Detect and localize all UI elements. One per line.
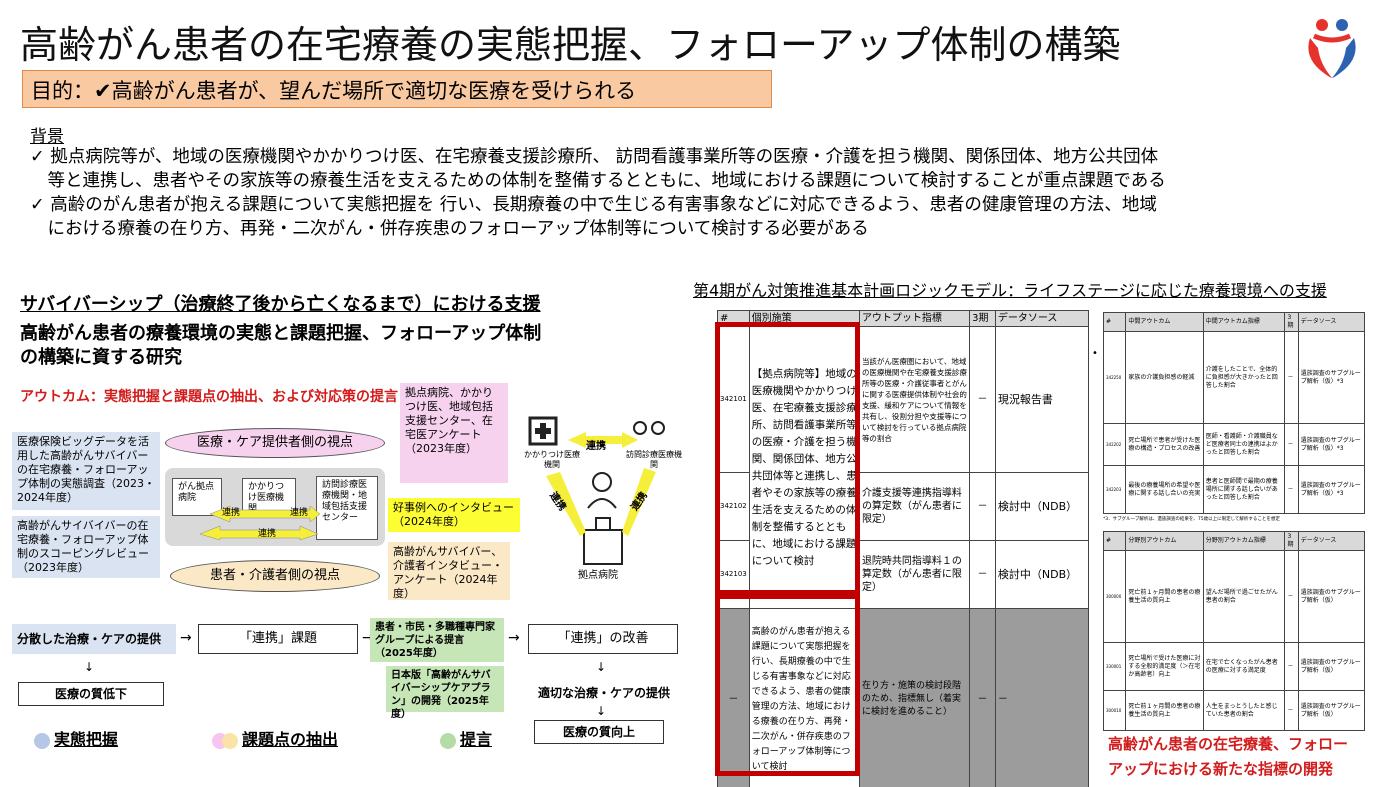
quality-improve-box: 医療の質向上 (534, 720, 664, 744)
table-row: 342203 最後の療養場所の希望や医療に関する話し合いの充実 患者と医師間で最… (1102, 465, 1366, 514)
purpose-box: 目的：✔高齢がん患者が、望んだ場所で適切な医療を受けられる (22, 70, 772, 108)
legend-label: 提言 (460, 730, 493, 749)
outcome-text: アウトカム：実態把握と課題点の抽出、および対応策の提言 (20, 389, 398, 405)
recommendation-box: 患者・市民・多職種専門家グループによる提言（2025年度） (370, 618, 504, 662)
home-visit-label: 訪問診療医療機関 (626, 450, 682, 469)
background-line: ✓ 高齢のがん患者が抱える課題について実態把握を 行い、長期療養の中で生じる有害… (30, 195, 1157, 215)
arrow-down-icon: ↓ (596, 660, 607, 674)
col-header: データソース (1297, 312, 1366, 332)
table-note: *3．サブグループ解析は、遺族調査の結果を、75歳以上に限定して解析することを想… (1103, 517, 1280, 522)
legend-assessment: 実態把握 (34, 726, 118, 750)
link-improve-box: 「連携」の改善 (528, 624, 678, 654)
policy-table: # 個別施策 アウトプット指標 3期 データソース 342101 【拠点病院等】… (717, 310, 1090, 787)
case-interview-box: 好事例へのインタビュー（2024年度） (388, 498, 520, 532)
background-heading: 背景 (30, 127, 64, 147)
caption-line2: アップにおける新たな指標の開発 (1108, 760, 1334, 778)
link-label: 連携 (222, 508, 241, 518)
table-row: 342101 【拠点病院等】地域の医療機関やかかりつけ医、在宅療養支援診療所、訪… (717, 326, 1090, 609)
arrow-down-icon: ↓ (596, 704, 607, 718)
institution-family-doctor: かかりつけ医療機関 (242, 478, 296, 516)
background-line: 等と連携し、患者やその家族等の療養生活を支えるための体制を整備するとともに、地域… (30, 171, 1166, 191)
table-row: 300000 死亡前１ヶ月間の患者の療養生活の質向上 望んだ場所で過ごせたがん患… (1102, 550, 1366, 643)
research-title-line2: の構築に資する研究 (20, 347, 182, 368)
legend-dot-icon (34, 732, 50, 749)
final-outcome-table: # 分野別アウトカム 分野別アウトカム指標 3期 データソース 300000 死… (1102, 531, 1366, 731)
table-row: 342202 死亡場所で患者が受けた医療の構造・プロセスの改善 医師・看護師・介… (1102, 423, 1366, 466)
col-header: 3期 (1284, 531, 1299, 551)
highlight-frame (715, 594, 860, 776)
arrow-down-icon: ↓ (84, 660, 95, 674)
col-header: # (1102, 312, 1127, 332)
quality-decline-box: 医療の質低下 (18, 682, 164, 706)
new-indicator-caption: 高齢がん患者の在宅療養、フォロー アップにおける新たな指標の開発 (1108, 732, 1348, 782)
col-header: 中間アウトカム指標 (1202, 312, 1286, 332)
highlight-frame (715, 322, 860, 595)
research-title-line1: 高齢がん患者の療養環境の実態と課題把握、フォローアップ体制 (20, 323, 542, 344)
col-header: 中間アウトカム (1125, 312, 1204, 332)
table-row: 330001 死亡場所で受けた医療に対する全般的満足度（＞在宅か高齢者）向上 在… (1102, 642, 1366, 691)
patient-view-ellipse: 患者・介護者側の視点 (170, 560, 380, 592)
careplan-box: 日本版「高齢がんサバイバーシップケアプラン」の開発（2025年度） (386, 666, 504, 720)
col-header: 分野別アウトカム指標 (1202, 531, 1286, 551)
col-header: アウトプット指標 (858, 310, 971, 327)
bigdata-survey-box: 医療保険ビッグデータを活用した高齢がんサバイバーの在宅療養・フォローアップ体制の… (12, 432, 160, 510)
legend-proposal: 提言 (440, 726, 492, 750)
legend-label: 実態把握 (54, 730, 119, 749)
arrow-icon: → (362, 630, 374, 646)
table-row: － 高齢のがん患者が抱える課題について実態把握を行い、長期療養の中で生じる有害事… (717, 608, 1090, 787)
col-header: # (1102, 531, 1127, 551)
bullet-icon: • (1092, 348, 1098, 359)
background-line: における療養の在り方、再発・二次がん・併存疾患のフォローアップ体制等について検討… (30, 219, 869, 239)
appropriate-care-text: 適切な治療・ケアの提供 (538, 686, 671, 700)
patient-interview-box: 高齢がんサバイバー、介護者インタビュー・アンケート（2024年度） (388, 542, 510, 600)
legend-dot-icon (222, 732, 238, 749)
ministry-logo-icon (1308, 19, 1356, 78)
background-line: ✓ 拠点病院等が、地域の医療機関やかかりつけ医、在宅療養支援診療所、 訪問看護事… (30, 147, 1159, 167)
institution-base-hospital: がん拠点病院 (172, 478, 222, 516)
table-row: 342250 家族の介護負担感の軽減 介護をしたことで、全体的に負担感が大きかっ… (1102, 331, 1366, 424)
institution-home-care: 訪問診療医療機関・地域包括支援センター (316, 476, 378, 540)
clinic-label: かかりつけ医療機関 (523, 450, 581, 469)
col-header: データソース (994, 310, 1090, 327)
research-title: 高齢がん患者の療養環境の実態と課題把握、フォローアップ体制 の構築に資する研究 (20, 322, 541, 370)
arrow-icon: → (180, 630, 192, 646)
dispersed-care-box: 分散した治療・ケアの提供 (12, 624, 176, 654)
legend-extraction: 課題点の抽出 (212, 726, 338, 750)
scoping-review-box: 高齢がんサイバイバーの在宅療養・フォローアップ体制のスコーピングレビュー（202… (12, 516, 160, 578)
legend-label: 課題点の抽出 (242, 730, 339, 749)
link-arrows-icon (200, 505, 320, 540)
base-hospital-label: 拠点病院 (578, 570, 618, 581)
link-label: 連携 (258, 529, 277, 539)
arrow-icon: → (508, 630, 520, 646)
link-label: 連携 (290, 508, 309, 518)
table-row: 300010 死亡前１ヶ月間の患者の療養生活の質向上 人生をまっとうしたと感じて… (1102, 690, 1366, 731)
section-title: サバイバーシップ（治療終了後から亡くなるまで）における支援 (20, 294, 541, 315)
page-title: 高齢がん患者の在宅療養の実態把握、フォローアップ体制の構築 (20, 23, 1121, 67)
col-header: 3期 (1284, 312, 1299, 332)
link-issue-box: 「連携」課題 (198, 624, 358, 654)
provider-view-ellipse: 医療・ケア提供者側の視点 (165, 428, 385, 458)
col-header: 分野別アウトカム (1125, 531, 1204, 551)
provider-survey-box: 拠点病院、かかりつけ医、地域包括支援センター、在宅医アンケート（2023年度） (400, 383, 508, 483)
intermediate-outcome-table: # 中間アウトカム 中間アウトカム指標 3期 データソース 342250 家族の… (1102, 312, 1366, 514)
col-header: 3期 (969, 310, 996, 327)
logic-model-title: 第4期がん対策推進基本計画ロジックモデル：ライフステージに応じた療養環境への支援 (693, 281, 1327, 300)
network-diagram (528, 416, 665, 565)
legend-dot-icon (440, 732, 456, 749)
caption-line1: 高齢がん患者の在宅療養、フォロー (1108, 735, 1349, 753)
link-label: 連携 (586, 441, 606, 452)
col-header: データソース (1297, 531, 1366, 551)
